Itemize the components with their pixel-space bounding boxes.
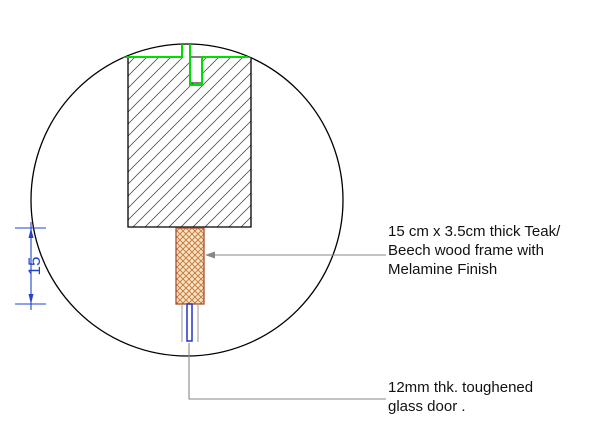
frame-annotation: 15 cm x 3.5cm thick Teak/ Beech wood fra… xyxy=(388,222,560,279)
dimension-arrow-bottom xyxy=(28,294,34,304)
dimension-arrow-top xyxy=(28,228,34,238)
frame-annotation-line-3: Melamine Finish xyxy=(388,261,498,278)
glass-door xyxy=(181,303,199,342)
frame-annotation-line-2: Beech wood frame with xyxy=(388,242,544,259)
glass-leader-line xyxy=(188,343,386,400)
wood-frame xyxy=(175,227,205,305)
glass-annotation-line-1: 12mm thk. toughened xyxy=(388,379,534,396)
glass-leader xyxy=(188,343,386,400)
detail-circle xyxy=(30,43,344,357)
glass-annotation-line-2: glass door . xyxy=(388,398,466,415)
frame-leader-arrow xyxy=(205,251,215,259)
ceiling-line-path xyxy=(88,44,282,86)
dimension-value: 15 xyxy=(25,257,44,276)
frame-annotation-line-1: 15 cm x 3.5cm thick Teak/ xyxy=(388,223,561,240)
dimension-15: 15 xyxy=(15,222,46,310)
glass-panel xyxy=(186,303,193,342)
frame-leader xyxy=(205,251,386,259)
wall-section-outline xyxy=(127,57,252,228)
wall-slot xyxy=(189,56,203,84)
glass-annotation: 12mm thk. toughened glass door . xyxy=(388,378,533,416)
ceiling-line xyxy=(88,44,282,86)
